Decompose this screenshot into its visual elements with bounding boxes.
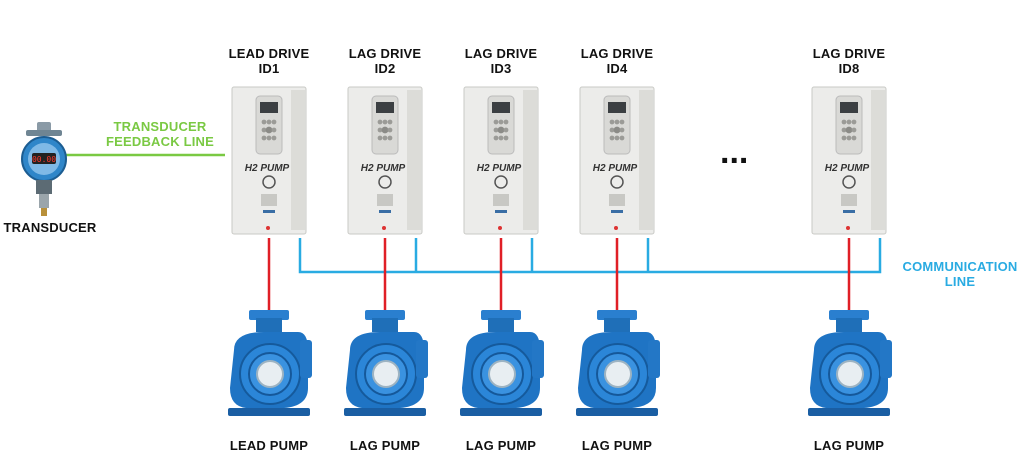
pump-label: LAG PUMP <box>349 438 421 453</box>
transducer: 00.00 <box>20 122 68 218</box>
feedback-label-line1: TRANSDUCER <box>113 119 207 134</box>
drive-brand: H2 PUMP <box>593 163 638 174</box>
drive-brand: H2 PUMP <box>825 163 870 174</box>
drive-icon: H2 PUMP <box>811 86 887 235</box>
drive-title: LAG DRIVE ID8 <box>789 46 909 76</box>
drive-title: LAG DRIVE ID2 <box>325 46 445 76</box>
feedback-line-label: TRANSDUCER FEEDBACK LINE <box>80 119 240 149</box>
pump-icon <box>228 310 312 416</box>
drive-unit-4: LAG DRIVE ID4 H2 PUMP <box>579 46 657 241</box>
pump-label: LEAD PUMP <box>229 438 309 453</box>
drive-unit-5: LAG DRIVE ID8 H2 PUMP <box>811 46 889 241</box>
drive-unit-1: LEAD DRIVE ID1 H2 PUMP <box>229 46 309 241</box>
drive-icon: H2 PUMP <box>347 86 423 235</box>
drive-brand: H2 PUMP <box>245 163 290 174</box>
drive-unit-3: LAG DRIVE ID3 H2 PUMP <box>463 46 541 241</box>
ellipsis: ... <box>720 133 749 171</box>
drive-icon: H2 PUMP <box>463 86 539 235</box>
communication-line-label: COMMUNICATION LINE <box>895 259 1025 289</box>
drive-title-line1: LAG DRIVE <box>348 46 422 61</box>
pump-icon <box>576 310 660 416</box>
drive-unit-2: LAG DRIVE ID2 H2 PUMP <box>347 46 425 241</box>
drive-title-line1: LAG DRIVE <box>464 46 538 61</box>
pump-icon <box>344 310 428 416</box>
drive-title: LAG DRIVE ID4 <box>557 46 677 76</box>
pump-label: LAG PUMP <box>813 438 885 453</box>
drive-brand: H2 PUMP <box>477 163 522 174</box>
drive-title-line1: LAG DRIVE <box>812 46 886 61</box>
pump-icon <box>808 310 892 416</box>
transducer-readout: 00.00 <box>32 155 56 164</box>
drive-title-id: ID3 <box>490 61 512 76</box>
pump-label: LAG PUMP <box>465 438 537 453</box>
drive-title-id: ID2 <box>374 61 396 76</box>
drive-title: LEAD DRIVE ID1 <box>209 46 329 76</box>
drive-icon: H2 PUMP <box>231 86 307 235</box>
drive-title: LAG DRIVE ID3 <box>441 46 561 76</box>
feedback-label-line2: FEEDBACK LINE <box>105 134 215 149</box>
drive-title-line1: LEAD DRIVE <box>228 46 310 61</box>
communication-line <box>298 238 882 274</box>
drive-brand: H2 PUMP <box>361 163 406 174</box>
comm-label-line1: COMMUNICATION <box>902 259 1018 274</box>
drive-title-line1: LAG DRIVE <box>580 46 654 61</box>
transducer-label: TRANSDUCER <box>3 220 97 235</box>
drive-title-id: ID4 <box>606 61 628 76</box>
pump-label: LAG PUMP <box>581 438 653 453</box>
drive-icon: H2 PUMP <box>579 86 655 235</box>
transducer-icon: 00.00 <box>21 122 67 216</box>
comm-label-line2: LINE <box>944 274 976 289</box>
drive-title-id: ID1 <box>258 61 280 76</box>
pump-icon <box>460 310 544 416</box>
drive-title-id: ID8 <box>838 61 860 76</box>
